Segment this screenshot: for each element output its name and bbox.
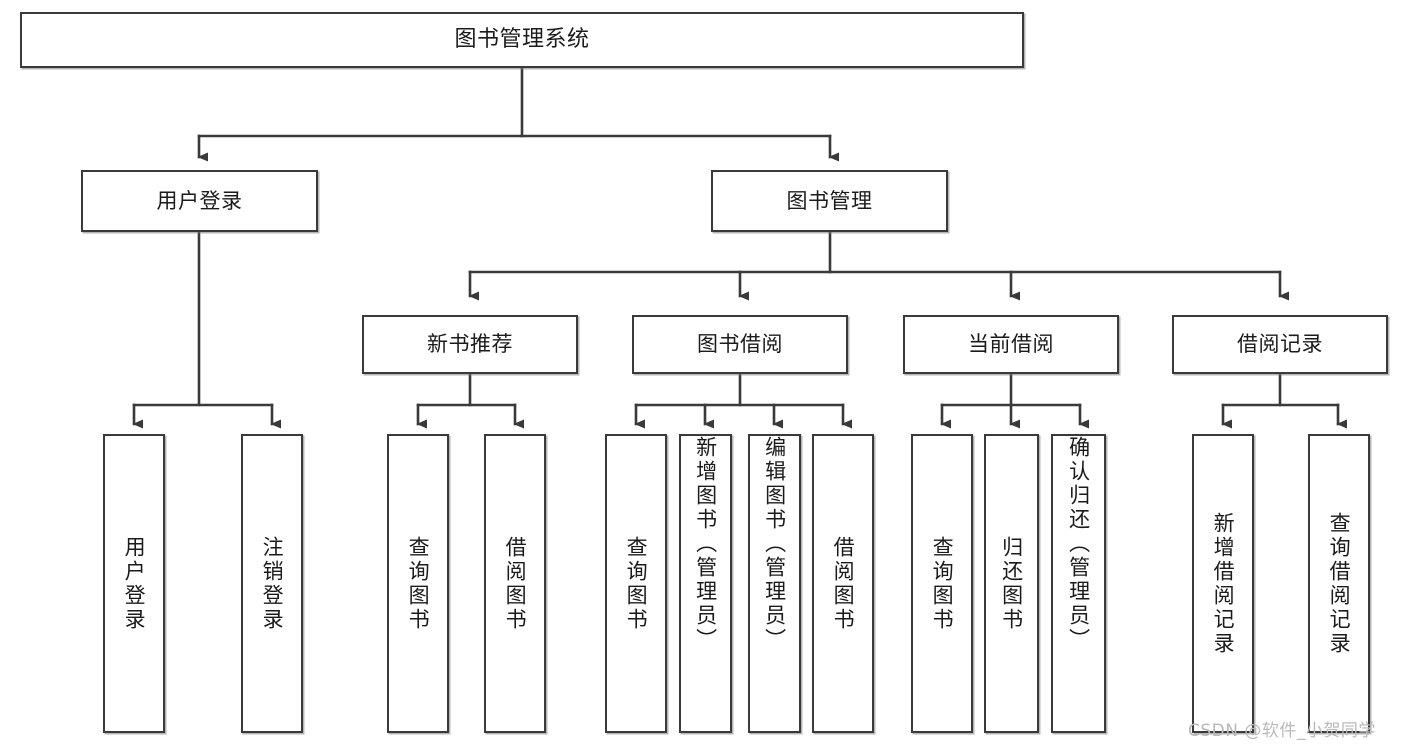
node-label: 查询图书 bbox=[406, 535, 431, 632]
node-leaf-current-query-book[interactable]: 查询图书 bbox=[911, 434, 973, 733]
node-leaf-logout[interactable]: 注销登录 bbox=[241, 434, 303, 733]
node-label: 借阅记录 bbox=[1237, 332, 1323, 357]
node-label: 新增图书（管理员） bbox=[693, 436, 718, 652]
node-label: 用户登录 bbox=[156, 188, 243, 213]
node-label: 查询图书 bbox=[624, 535, 649, 632]
node-label: 图书管理 bbox=[786, 188, 873, 213]
node-label: 当前借阅 bbox=[968, 332, 1054, 357]
node-leaf-recommend-borrow-book[interactable]: 借阅图书 bbox=[484, 434, 546, 733]
node-leaf-confirm-return-admin[interactable]: 确认归还（管理员） bbox=[1051, 434, 1106, 733]
node-book-borrow[interactable]: 图书借阅 bbox=[632, 315, 848, 374]
node-borrow-record[interactable]: 借阅记录 bbox=[1172, 315, 1388, 374]
csdn-watermark: CSDN @软件_小贺同学 bbox=[1188, 721, 1376, 741]
node-leaf-query-borrow-record[interactable]: 查询借阅记录 bbox=[1308, 434, 1370, 733]
node-label: 新增借阅记录 bbox=[1211, 511, 1236, 656]
node-leaf-borrow-query-book[interactable]: 查询图书 bbox=[605, 434, 667, 733]
node-label: 查询借阅记录 bbox=[1327, 511, 1352, 656]
node-label: 借阅图书 bbox=[831, 535, 856, 632]
node-leaf-borrow-borrow-book[interactable]: 借阅图书 bbox=[812, 434, 874, 733]
node-label: 编辑图书（管理员） bbox=[762, 436, 787, 652]
node-label: 新书推荐 bbox=[427, 332, 513, 357]
node-label: 借阅图书 bbox=[503, 535, 528, 632]
node-leaf-user-login[interactable]: 用户登录 bbox=[103, 434, 165, 733]
node-label: 确认归还（管理员） bbox=[1066, 436, 1091, 652]
node-user-login[interactable]: 用户登录 bbox=[81, 170, 318, 232]
node-label: 图书管理系统 bbox=[454, 27, 590, 53]
node-leaf-recommend-query-book[interactable]: 查询图书 bbox=[387, 434, 449, 733]
node-leaf-add-book-admin[interactable]: 新增图书（管理员） bbox=[679, 434, 732, 733]
node-label: 查询图书 bbox=[930, 535, 955, 632]
node-label: 归还图书 bbox=[999, 535, 1024, 632]
node-root-system[interactable]: 图书管理系统 bbox=[20, 12, 1024, 68]
node-leaf-add-borrow-record[interactable]: 新增借阅记录 bbox=[1192, 434, 1254, 733]
node-leaf-edit-book-admin[interactable]: 编辑图书（管理员） bbox=[748, 434, 801, 733]
node-book-management[interactable]: 图书管理 bbox=[711, 170, 948, 232]
node-label: 图书借阅 bbox=[697, 332, 783, 357]
node-new-book-recommend[interactable]: 新书推荐 bbox=[362, 315, 578, 374]
node-current-borrow[interactable]: 当前借阅 bbox=[903, 315, 1119, 374]
node-label: 注销登录 bbox=[260, 535, 285, 632]
node-label: 用户登录 bbox=[122, 535, 147, 632]
node-leaf-return-book[interactable]: 归还图书 bbox=[984, 434, 1039, 733]
